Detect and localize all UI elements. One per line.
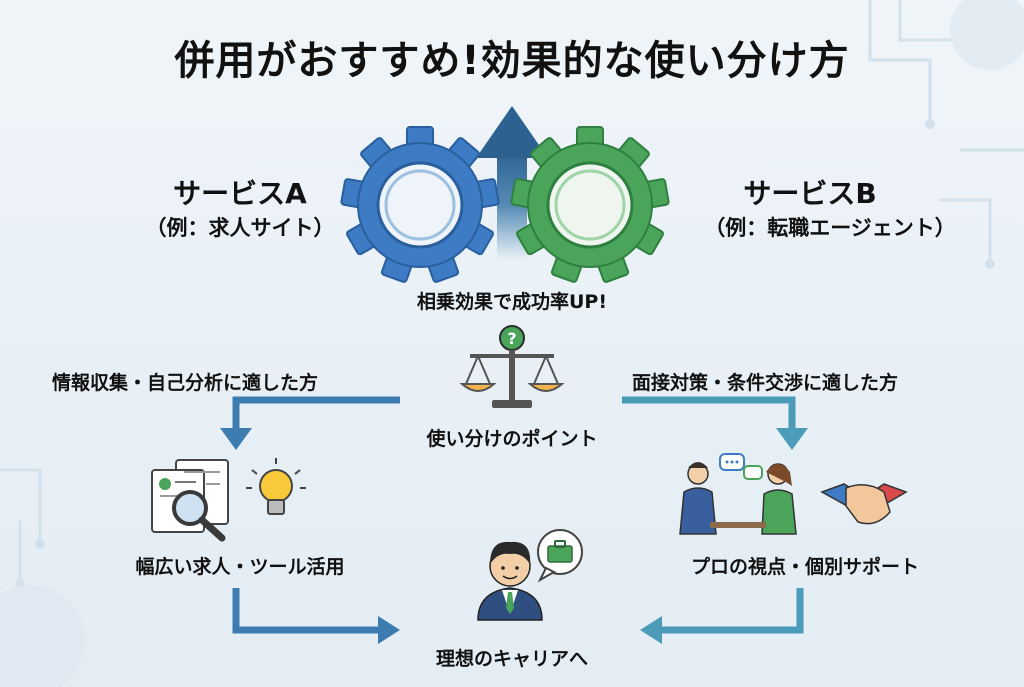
flow-arrow-left-goal [232,588,378,634]
service-a-example: （例：求人サイト） [145,216,335,240]
left-branch-label: 情報収集・自己分析に適した方 [52,372,319,394]
right-result-label: プロの視点・個別サポート [690,556,919,578]
page-title: 併用がおすすめ!効果的な使い分け方 [174,38,850,84]
service-a-name: サービスA [173,177,307,210]
consultation-people-icon [679,453,797,535]
handshake-icon [820,483,908,525]
service-b-name: サービスB [743,177,877,210]
lightbulb-icon [246,458,306,515]
document-search-icon [151,459,229,542]
flow-arrow-right-down [622,396,796,428]
svg-text:?: ? [507,329,516,348]
synergy-label: 相乗効果で成功率UP! [416,291,608,313]
balance-scale-icon: ? [459,325,565,408]
service-b-example: （例：転職エージェント） [704,216,956,240]
businessman-icon [477,541,543,621]
flow-arrow-right-goal [662,588,804,634]
green-gear-icon [510,126,670,283]
blue-gear-icon [340,126,500,283]
flow-arrow-left-down [232,396,400,428]
goal-label: 理想のキャリアへ [435,648,588,670]
right-branch-label: 面接対策・条件交渉に適した方 [632,372,899,394]
center-point-label: 使い分けのポイント [426,428,598,450]
left-result-label: 幅広い求人・ツール活用 [135,556,345,578]
briefcase-bubble-icon [537,529,583,583]
